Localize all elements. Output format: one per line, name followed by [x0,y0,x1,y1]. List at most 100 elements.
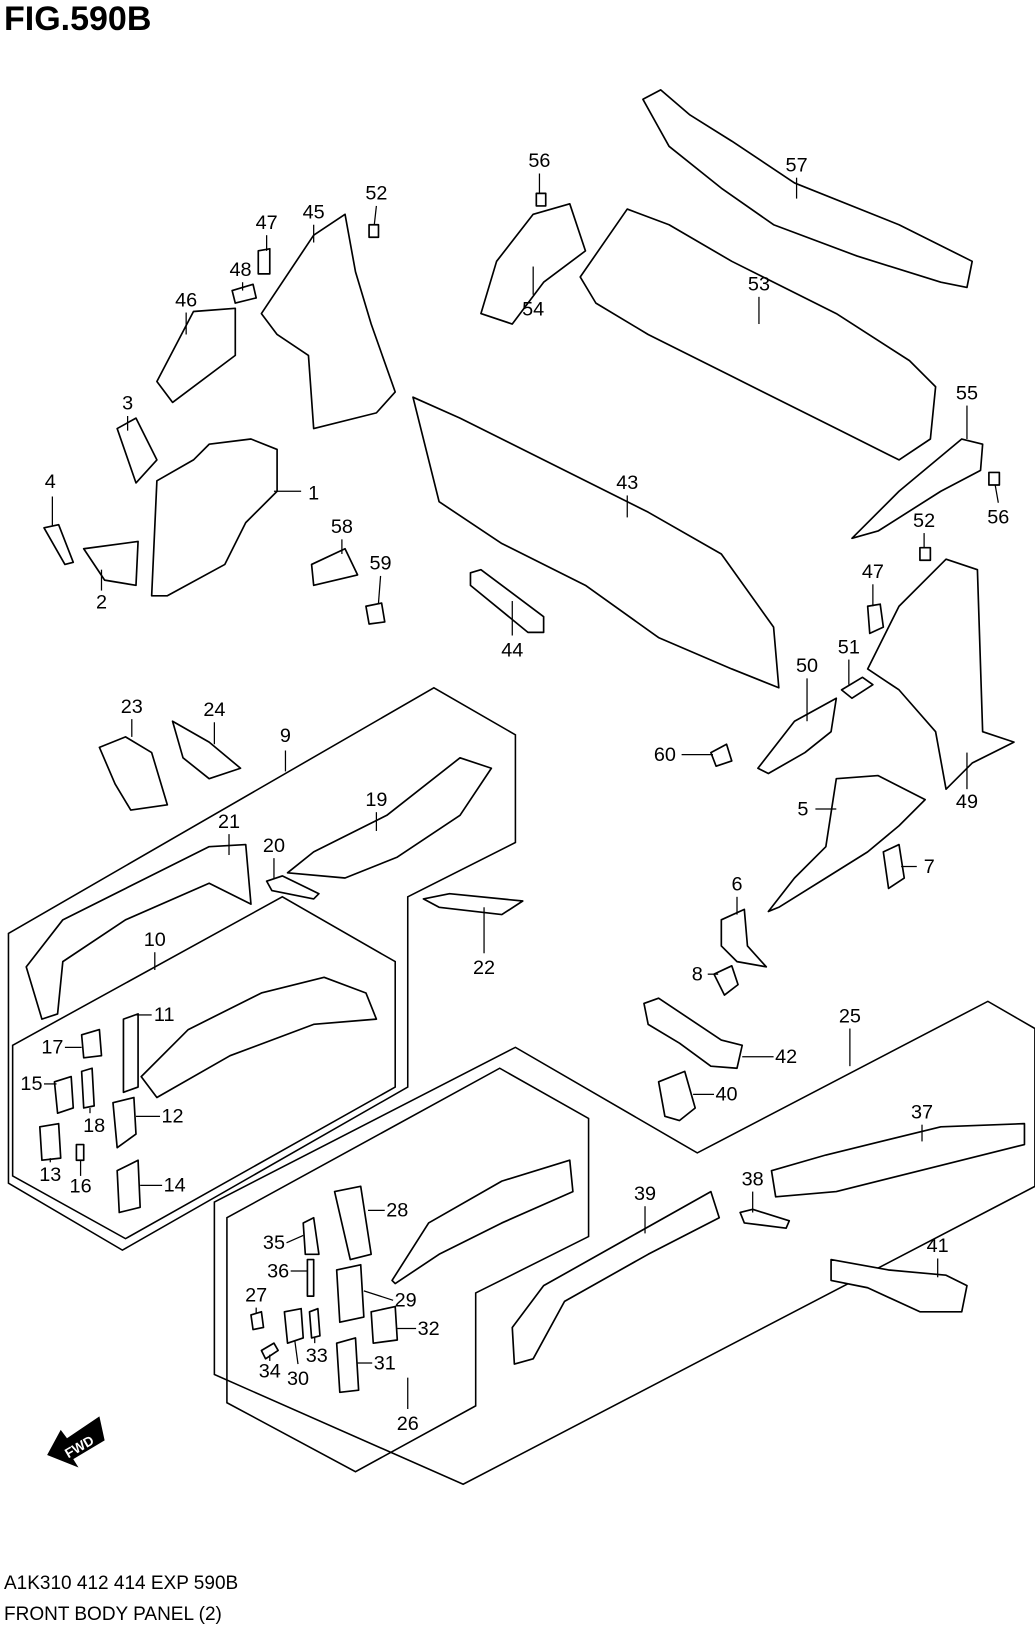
figure-name: FRONT BODY PANEL (2) [4,1604,222,1625]
part-18 [80,1067,96,1109]
callout-5: 5 [797,798,808,820]
part-50 [757,697,838,775]
part-34 [260,1342,279,1360]
callout-45: 45 [303,201,325,223]
part-29 [335,1263,365,1324]
part-38 [739,1208,791,1230]
callout-30: 30 [287,1368,309,1390]
callout-6: 6 [731,874,742,896]
part-3 [116,417,158,484]
figure-title: FIG.590B [4,0,152,38]
part-14 [116,1159,142,1214]
part-22 [422,892,524,916]
callout-20: 20 [263,835,285,857]
callout-3: 3 [122,393,133,415]
part-8 [713,964,739,996]
leader-line-52a [373,205,378,225]
callout-8: 8 [692,963,703,985]
part-15 [53,1075,75,1115]
callout-18: 18 [83,1115,105,1137]
part-39 [511,1190,721,1365]
callout-47b: 47 [862,561,884,583]
leader-line-29 [363,1290,394,1301]
part-57 [642,89,974,289]
callout-59: 59 [370,553,392,575]
part-6 [720,908,768,968]
part-53 [579,208,937,461]
part-16 [75,1143,85,1162]
callout-52b: 52 [913,510,935,532]
callout-25: 25 [839,1005,861,1027]
callout-12: 12 [162,1106,184,1128]
part-24 [171,720,242,780]
part-48 [231,283,258,304]
callout-57: 57 [786,154,808,176]
callout-56a: 56 [528,150,550,172]
part-21 [25,843,252,1020]
part-outlines [25,89,1026,1394]
part-44 [469,568,545,634]
callout-40: 40 [716,1084,738,1106]
part-19 [286,756,493,879]
part-17 [80,1028,103,1059]
callout-9: 9 [280,725,291,747]
callout-46: 46 [175,289,197,311]
figure-code: A1K310 412 414 EXP 590B [4,1573,239,1594]
callout-1: 1 [308,483,319,505]
callout-47a: 47 [256,212,278,234]
callout-17: 17 [41,1037,63,1059]
callout-43: 43 [616,472,638,494]
part-49 [866,558,1015,791]
callout-56b: 56 [987,507,1009,529]
callout-29: 29 [395,1290,417,1312]
part-11 [122,1013,139,1094]
part-58 [310,547,359,587]
part-52b [919,546,932,562]
part-47b [866,603,885,635]
leader-line-35 [286,1234,304,1244]
part-46 [156,307,237,404]
part-7 [882,843,906,890]
callout-33: 33 [306,1345,328,1367]
part-36 [306,1258,315,1297]
part-56b [988,471,1001,486]
callout-36: 36 [267,1260,289,1282]
callout-31: 31 [374,1352,396,1374]
callout-26: 26 [397,1413,419,1435]
callout-42: 42 [775,1046,797,1068]
callout-27: 27 [245,1284,267,1306]
part-60 [710,743,733,768]
part-37 [770,1122,1026,1198]
callout-16: 16 [70,1176,92,1198]
part-55 [851,438,984,540]
part-27 [250,1310,265,1331]
callout-60: 60 [654,744,676,766]
callout-15: 15 [20,1073,42,1095]
part-32 [370,1305,399,1344]
part-1 [150,438,278,597]
callout-38: 38 [742,1168,764,1190]
callout-4: 4 [45,471,56,493]
callout-19: 19 [365,789,387,811]
callout-44: 44 [501,639,523,661]
part-54 [480,202,587,325]
leader-line-59 [377,575,382,604]
part-20 [265,875,320,900]
callout-28: 28 [386,1200,408,1222]
part-23 [98,736,169,811]
callout-52a: 52 [365,183,387,205]
callout-58: 58 [331,516,353,538]
part-40 [657,1070,697,1122]
callout-37: 37 [911,1101,933,1123]
callout-24: 24 [203,699,225,721]
part-42 [643,997,744,1070]
callout-14: 14 [164,1175,186,1197]
part-45 [260,213,397,430]
callout-23: 23 [121,696,143,718]
part-28 [333,1185,373,1261]
callout-50: 50 [796,655,818,677]
callout-22: 22 [473,957,495,979]
part-59 [365,602,386,625]
callout-35: 35 [263,1232,285,1254]
